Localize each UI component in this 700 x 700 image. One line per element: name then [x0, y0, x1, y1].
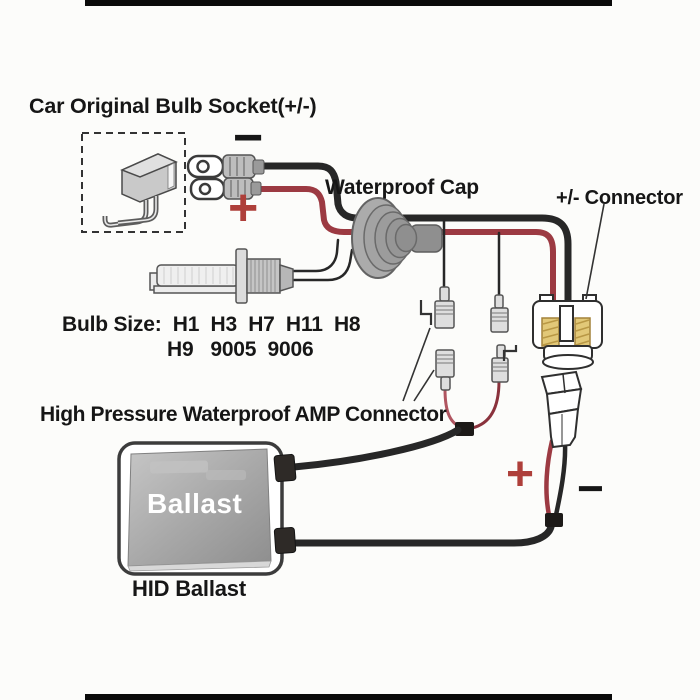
- top-border-bar: [85, 0, 612, 6]
- positive-wire: [256, 186, 556, 306]
- label-bulb-size-line2: H9 9005 9006: [167, 338, 314, 361]
- label-car-socket: Car Original Bulb Socket(+/-): [29, 94, 317, 118]
- battery-minus-symbol: −: [577, 462, 604, 514]
- amp-connector-top-left: [434, 286, 455, 329]
- power-minus-wire: [553, 440, 568, 518]
- pm-connector-male: [540, 370, 583, 449]
- label-bulb-size-line1: Bulb Size: H1 H3 H7 H11 H8: [62, 313, 361, 336]
- amp-connector-bottom-left: [435, 349, 455, 391]
- label-hid-ballast: HID Ballast: [132, 576, 246, 601]
- hv-wire-right: [470, 379, 501, 430]
- ballast-input-wire: [290, 523, 555, 547]
- pm-connector-female: [532, 294, 603, 370]
- amp-connector-top-right: [490, 294, 509, 333]
- socket-minus-symbol: −: [233, 109, 264, 167]
- car-bulb-socket: [81, 132, 186, 233]
- power-junction-block: [545, 513, 563, 527]
- label-pm-connector: +/- Connector: [556, 187, 683, 209]
- bulb-wires: [292, 238, 354, 282]
- waterproof-cap: [351, 197, 443, 279]
- label-ballast: Ballast: [147, 488, 243, 519]
- hid-bulb: [149, 248, 294, 304]
- leader-lines: [402, 203, 605, 402]
- socket-plus-symbol: +: [228, 179, 259, 237]
- spade-terminal-positive: [189, 177, 262, 201]
- negative-wire: [258, 162, 572, 307]
- label-amp-connector: High Pressure Waterproof AMP Connector: [40, 403, 447, 426]
- bottom-border-bar: [85, 694, 612, 700]
- spade-terminal-negative: [186, 154, 265, 179]
- ballast-unit: [117, 441, 297, 576]
- label-waterproof-cap: Waterproof Cap: [325, 176, 479, 199]
- pin-hook-right: [502, 345, 518, 361]
- pin-hook-left: [419, 300, 433, 325]
- ballast-output-wire: [290, 426, 462, 471]
- battery-plus-symbol: +: [506, 448, 535, 501]
- power-plus-wire: [544, 438, 555, 518]
- amp-connector-bottom-right: [491, 344, 509, 383]
